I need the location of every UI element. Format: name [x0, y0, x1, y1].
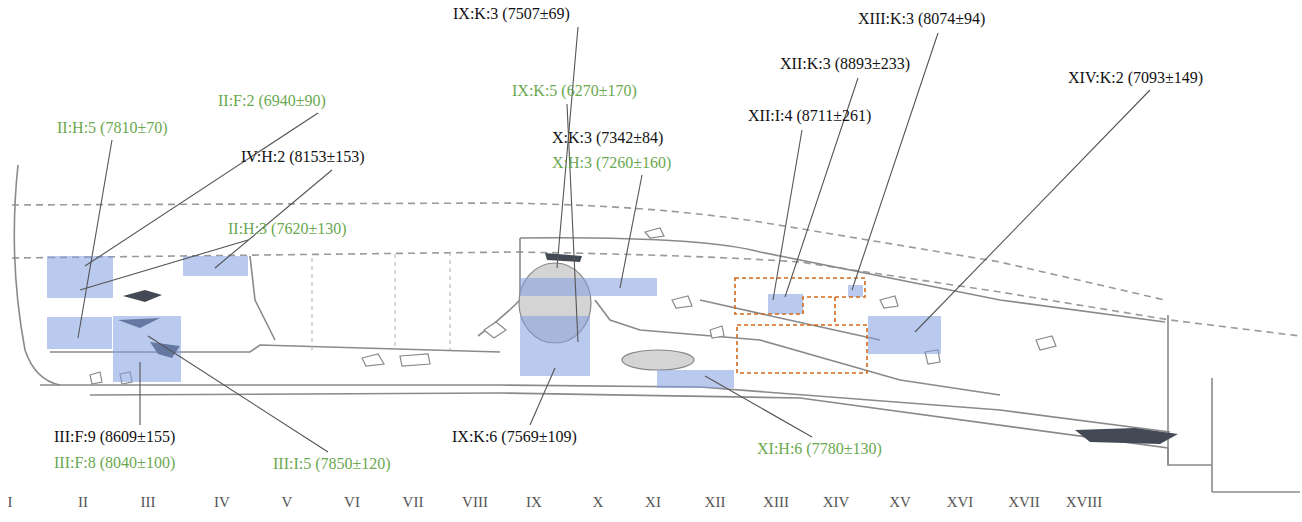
leader-line	[78, 27, 1150, 452]
date-label: IV:H:2 (8153±153)	[241, 148, 365, 166]
section-number: XV	[889, 494, 911, 511]
section-number: I	[8, 494, 13, 511]
section-number: XIV	[823, 494, 850, 511]
date-label: III:F:8 (8040±100)	[54, 454, 175, 472]
date-label: XII:K:3 (8893±233)	[780, 55, 910, 73]
date-label: II:H:3 (7620±130)	[228, 220, 347, 238]
section-boundary	[312, 252, 450, 350]
section-number: XVI	[947, 494, 974, 511]
section-number: XVIII	[1066, 494, 1103, 511]
date-label: IX:K:5 (6270±170)	[512, 82, 637, 100]
hearth	[118, 253, 1178, 444]
excavation-unit	[735, 278, 867, 373]
date-label: XII:I:4 (8711±261)	[748, 107, 871, 125]
boulder	[622, 350, 694, 370]
section-number: VII	[403, 494, 424, 511]
section-number: II	[78, 494, 88, 511]
date-label: III:F:9 (8609±155)	[54, 428, 175, 446]
date-label: II:H:5 (7810±70)	[57, 119, 168, 137]
section-number: XIII	[763, 494, 789, 511]
cave-outline	[14, 165, 1300, 492]
section-number: XI	[645, 494, 661, 511]
sample-square	[47, 256, 941, 388]
date-label: X:H:3 (7260±160)	[552, 154, 671, 172]
date-label: XI:H:6 (7780±130)	[757, 440, 882, 458]
section-number: V	[282, 494, 293, 511]
section-number: VI	[344, 494, 360, 511]
date-label: X:K:3 (7342±84)	[552, 129, 663, 147]
date-label: IX:K:6 (7569±109)	[452, 428, 577, 446]
section-number: XVII	[1008, 494, 1040, 511]
section-number: X	[593, 494, 604, 511]
section-number: XII	[705, 494, 726, 511]
dashed-boundary	[12, 203, 1300, 336]
section-number: IX	[526, 494, 542, 511]
section-number: VIII	[462, 494, 488, 511]
date-label: II:F:2 (6940±90)	[218, 92, 326, 110]
section-number: IV	[214, 494, 230, 511]
section-number: III	[141, 494, 156, 511]
date-label: III:I:5 (7850±120)	[273, 455, 391, 473]
date-label: XIV:K:2 (7093±149)	[1068, 69, 1203, 87]
date-label: IX:K:3 (7507±69)	[453, 5, 570, 23]
date-label: XIII:K:3 (8074±94)	[858, 10, 985, 28]
